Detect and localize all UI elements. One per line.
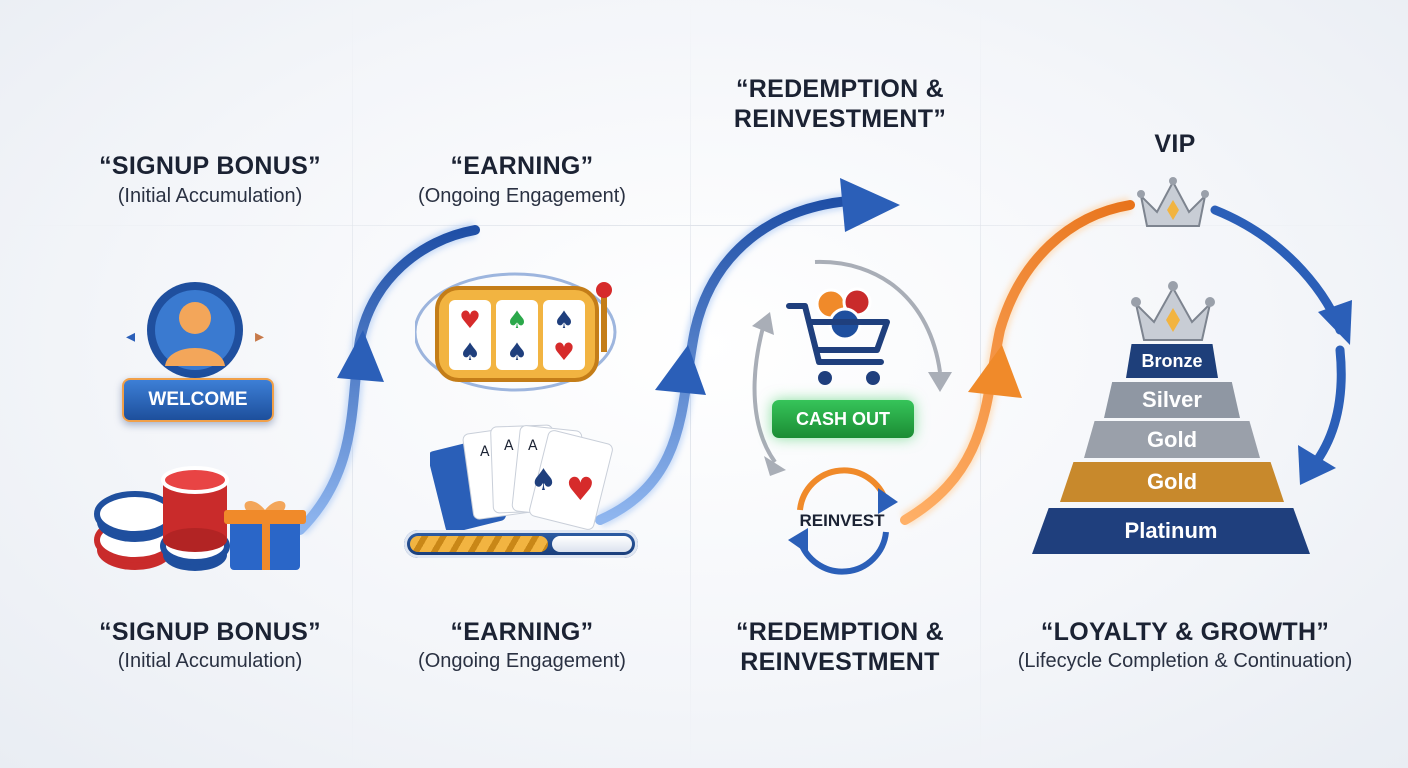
reinvest-button[interactable]: REINVEST	[799, 511, 885, 530]
stage1-top-subtitle: (Initial Accumulation)	[117, 185, 303, 207]
svg-text:♠: ♠	[459, 338, 481, 366]
svg-text:♠: ♠	[530, 463, 557, 498]
progress-bar	[404, 530, 638, 558]
poker-chips-icon	[94, 466, 230, 571]
stage3-bottom-title-line1: “REDEMPTION &	[735, 618, 945, 646]
stage3-bottom-title-line2: REINVESTMENT	[740, 647, 940, 676]
user-avatar-icon: ◂ ▸	[126, 282, 264, 378]
stage4-bottom-subtitle: (Lifecycle Completion & Continuation)	[1017, 650, 1353, 672]
cash-out-button[interactable]: CASH OUT	[772, 400, 914, 438]
tier-bronze: Bronze	[1126, 344, 1218, 378]
stage3-top-title: “REDEMPTION & REINVESTMENT”	[690, 75, 990, 134]
stage3-top-title-line1: “REDEMPTION &	[735, 75, 945, 103]
arrow-redemption-to-vip	[900, 197, 1135, 527]
svg-text:♠: ♠	[553, 306, 575, 334]
svg-text:A: A	[480, 444, 490, 460]
stage2-top-title: “EARNING”	[450, 152, 594, 180]
welcome-button[interactable]: WELCOME	[122, 378, 274, 422]
shopping-cart-icon	[786, 287, 890, 385]
svg-text:♥: ♥	[553, 338, 575, 366]
progress-track	[552, 536, 632, 552]
stage1-bottom-subtitle: (Initial Accumulation)	[117, 650, 303, 672]
stage1-bottom-title: “SIGNUP BONUS”	[99, 618, 321, 646]
tier-silver: Silver	[1104, 382, 1240, 418]
reinvest-cycle-icon	[788, 467, 898, 575]
svg-text:◂: ◂	[126, 326, 135, 347]
arrow-redemption-cycle	[752, 259, 952, 476]
crown-icon	[1131, 281, 1215, 341]
arrow-signup-to-earning	[294, 222, 480, 536]
stage2-bottom-title: “EARNING”	[450, 618, 594, 646]
stage4-top-title: VIP	[1154, 130, 1196, 158]
tier-gold-1: Gold	[1084, 421, 1260, 458]
svg-text:▸: ▸	[255, 326, 264, 347]
row-divider	[0, 225, 1408, 226]
svg-text:♥: ♥	[566, 470, 595, 508]
svg-text:♠: ♠	[506, 306, 528, 334]
progress-fill	[410, 536, 548, 552]
svg-text:A: A	[504, 438, 514, 454]
stage4-bottom-title: “LOYALTY & GROWTH”	[1040, 618, 1330, 646]
stage2-top-subtitle: (Ongoing Engagement)	[418, 185, 626, 207]
playing-cards-icon: A A A ♠ ♥	[430, 424, 613, 530]
tier-gold-2: Gold	[1060, 462, 1284, 502]
svg-text:♠: ♠	[506, 338, 528, 366]
svg-text:♥: ♥	[459, 306, 481, 334]
gift-box-icon	[224, 500, 306, 570]
stage1-top-title: “SIGNUP BONUS”	[99, 152, 321, 180]
tier-platinum: Platinum	[1032, 508, 1310, 554]
crown-icon	[1137, 177, 1209, 227]
stage2-bottom-subtitle: (Ongoing Engagement)	[418, 650, 626, 672]
arrow-vip-loop	[1210, 205, 1352, 485]
stage3-top-title-line2: REINVESTMENT”	[733, 104, 947, 133]
slot-machine-icon: ♥ ♠ ♠ ♠ ♠ ♥	[415, 272, 617, 392]
svg-text:A: A	[528, 438, 538, 454]
stage3-bottom-title: “REDEMPTION & REINVESTMENT	[690, 618, 990, 677]
arrow-earning-to-redemption	[595, 178, 900, 528]
